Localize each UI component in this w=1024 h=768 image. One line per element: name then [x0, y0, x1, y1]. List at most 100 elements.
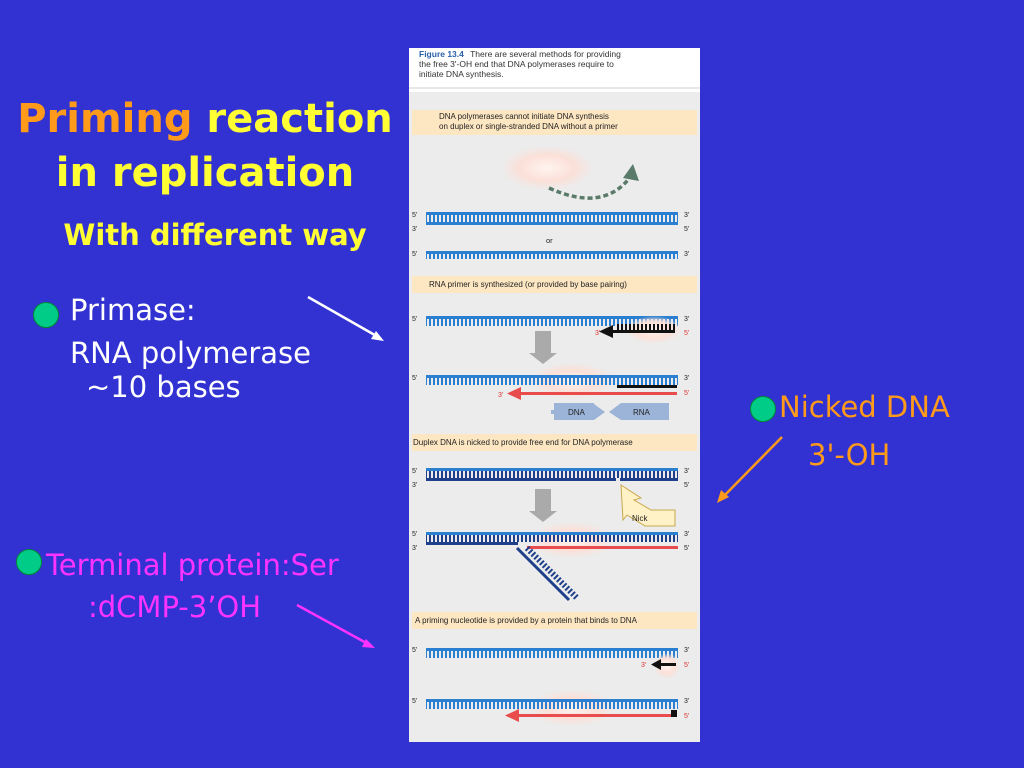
rna-primer — [609, 330, 675, 333]
nicked-line2: 3'-OH — [808, 438, 891, 472]
primase-line2: RNA polymerase — [70, 336, 312, 370]
end-label: 3' — [684, 468, 689, 475]
base-pairs — [426, 535, 678, 542]
svg-text:Figure 13.4 There are seve: Figure 13.4 There are several methods fo… — [419, 49, 621, 59]
end-label: 3' — [684, 251, 689, 258]
end-label: 5' — [684, 662, 689, 669]
nicked-heading: Nicked DNA — [779, 390, 950, 424]
template-bases — [426, 319, 678, 326]
end-label: 3' — [641, 662, 646, 669]
figure-caption-l2: the free 3'-OH end that DNA polymerases … — [419, 59, 614, 69]
down-arrow-head — [529, 353, 557, 364]
base-pairs — [426, 215, 678, 222]
strand-top — [426, 532, 678, 535]
figure-13-4: Figure 13.4 There are several methods fo… — [409, 48, 700, 742]
end-label: 3' — [684, 531, 689, 538]
end-label: 5' — [412, 212, 417, 219]
end-label: 5' — [412, 251, 417, 258]
nicked-arrow-head — [717, 490, 729, 503]
strand-top — [426, 468, 678, 471]
title-word-priming: Priming — [17, 96, 193, 142]
primer-bases — [617, 324, 675, 330]
extended-strand — [527, 546, 678, 549]
panel1-header — [412, 110, 697, 135]
end-label: 5' — [684, 330, 689, 337]
primase-line3: ~10 bases — [86, 370, 241, 404]
nicked-arrow-line — [721, 436, 783, 499]
end-label: 3' — [684, 316, 689, 323]
end-label: 5' — [412, 316, 417, 323]
panel2-text: RNA primer is synthesized (or provided b… — [429, 280, 627, 289]
template-strand — [426, 699, 678, 702]
end-label: 3' — [412, 226, 417, 233]
rna-primer-2 — [617, 385, 677, 388]
priming-nucleotide — [658, 663, 676, 666]
end-label: 3' — [684, 375, 689, 382]
terminal-line2: :dCMP-3’OH — [88, 590, 262, 624]
strand-bottom-left — [426, 542, 518, 545]
end-label: 5' — [684, 390, 689, 397]
down-arrow-body — [535, 489, 551, 511]
bullet-primase — [33, 302, 59, 328]
new-strand-arrowhead — [505, 709, 519, 722]
protein-anchor — [671, 710, 677, 717]
polymerase-blob-1 — [501, 146, 593, 190]
figure-caption-l1: There are several methods for providing — [470, 49, 621, 59]
rna-label-box — [621, 403, 669, 420]
or-label: or — [546, 236, 553, 245]
panel1-text-l2: on duplex or single-stranded DNA without… — [439, 122, 618, 131]
terminal-line1: Terminal protein:Ser — [46, 548, 339, 582]
end-label: 5' — [412, 531, 417, 538]
end-label: 5' — [412, 698, 417, 705]
nick-label: Nick — [632, 514, 649, 523]
nick-arrow — [620, 484, 676, 527]
panel3-header — [412, 434, 697, 451]
new-dna-strand — [519, 392, 677, 395]
template-strand — [426, 648, 678, 651]
template-strand — [426, 316, 678, 319]
template-bases — [426, 651, 678, 658]
strand-bottom-left — [426, 478, 616, 481]
end-label: 5' — [684, 713, 689, 720]
bullet-nicked-dna — [750, 396, 776, 422]
dna-label: DNA — [568, 408, 586, 417]
end-label: 5' — [412, 468, 417, 475]
down-arrow-body — [535, 331, 551, 353]
dna-label-box — [554, 403, 594, 420]
ss-strand — [426, 251, 678, 254]
end-label: 3' — [684, 212, 689, 219]
dashed-arrow — [548, 174, 633, 200]
base-pairs — [426, 471, 678, 478]
slide-title: Priming reaction in replication — [10, 92, 400, 200]
end-label: 3' — [595, 330, 600, 337]
primase-heading: Primase: — [70, 293, 196, 327]
end-label: 3' — [498, 392, 503, 399]
down-arrow-head — [529, 511, 557, 522]
title-line2: in replication — [55, 150, 355, 196]
end-label: 5' — [412, 647, 417, 654]
end-label: 5' — [412, 375, 417, 382]
strand-top — [426, 212, 678, 215]
terminal-arrow-head — [362, 639, 375, 648]
panel3-text: Duplex DNA is nicked to provide free end… — [413, 438, 633, 447]
priming-arrowhead — [651, 659, 661, 670]
new-dna-arrowhead — [507, 387, 521, 400]
end-label: 5' — [684, 226, 689, 233]
primase-arrow-head — [371, 331, 384, 341]
strand-bottom-right — [620, 478, 678, 481]
displaced-strand — [515, 546, 571, 602]
terminal-arrow-line — [296, 603, 371, 647]
template-bases — [426, 378, 678, 385]
rna-label: RNA — [633, 408, 651, 417]
title-word-reaction: reaction — [206, 96, 393, 142]
figure-caption-l3: initiate DNA synthesis. — [419, 69, 504, 79]
template-strand — [426, 375, 678, 378]
ss-bases — [426, 254, 678, 259]
figure-svg: Figure 13.4 There are several methods fo… — [409, 49, 700, 742]
end-label: 3' — [684, 698, 689, 705]
rna-arrow-head — [609, 403, 621, 420]
end-label: 5' — [684, 482, 689, 489]
strand-bottom — [426, 222, 678, 225]
primase-arrow-line — [307, 295, 381, 340]
dashed-arrow-head — [623, 164, 639, 181]
